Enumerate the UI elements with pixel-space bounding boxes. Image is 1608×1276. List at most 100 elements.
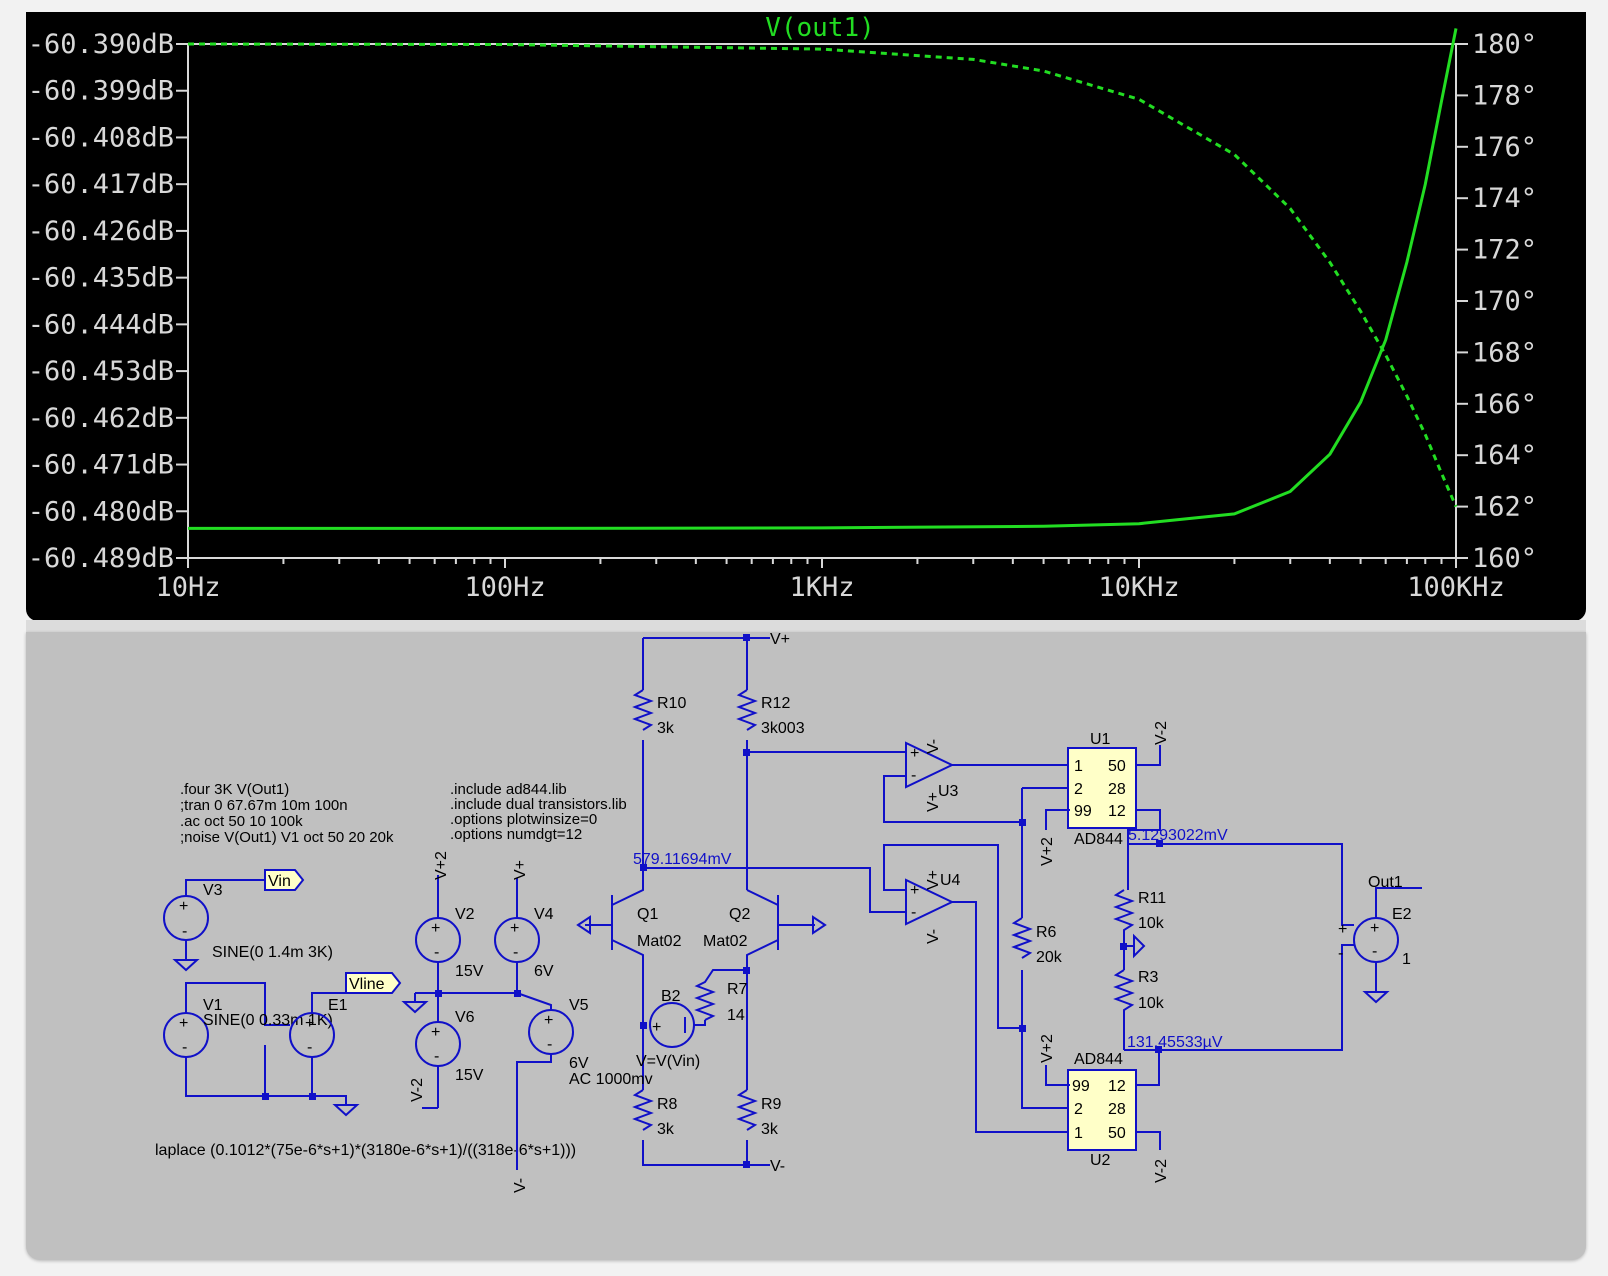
e1-label: E1 [328, 997, 348, 1014]
wire-b2-r7 [694, 1020, 706, 1026]
transistor-q2[interactable] [746, 889, 779, 1090]
resistor-r9[interactable] [736, 1089, 758, 1131]
opamp-u3[interactable] [905, 741, 955, 789]
v1-plus: + [179, 1015, 188, 1032]
wire-u3 [883, 764, 1070, 823]
u3-plus: + [910, 745, 919, 762]
probe-node3[interactable]: 131.45533µV [1127, 1034, 1223, 1051]
e1-plus: + [305, 1015, 314, 1032]
node-vminus [743, 1161, 750, 1168]
e1-minus: - [307, 1039, 312, 1056]
u2-label: U2 [1090, 1152, 1111, 1169]
node-r11-r3 [1120, 943, 1127, 950]
b2-label: B2 [661, 988, 681, 1005]
u1-vminus2: V-2 [1153, 721, 1170, 745]
e2-ctrl-plus: + [1338, 921, 1347, 938]
directive-include-transistors[interactable]: .include dual transistors.lib [450, 796, 627, 813]
left-tick-label: -60.435dB [28, 263, 174, 294]
v3-label: V3 [203, 882, 223, 899]
netlabel-vin[interactable] [264, 869, 305, 891]
e2-label: E2 [1392, 906, 1412, 923]
resistor-r11[interactable] [1113, 889, 1135, 970]
net-vplus2-v2: V+2 [433, 851, 450, 880]
directive-include-ad844[interactable]: .include ad844.lib [450, 781, 567, 798]
net-vplus-top: V+ [770, 632, 790, 648]
q2-label: Q2 [729, 906, 750, 923]
v1-minus: - [182, 1039, 187, 1056]
v5-minus: - [547, 1036, 552, 1053]
r3-label: R3 [1138, 969, 1159, 986]
b2-plus-sign: + [652, 1019, 661, 1036]
directive-numdgt[interactable]: .options numdgt=12 [450, 826, 582, 843]
right-axis-ticks: 180°178°176°174°172°170°168°166°164°162°… [1456, 29, 1537, 574]
r12-value: 3k003 [761, 720, 805, 737]
x-tick-label: 100KHz [1407, 572, 1505, 603]
resistor-r6[interactable] [1011, 917, 1033, 959]
ic-u1[interactable] [1067, 747, 1137, 829]
schematic-window[interactable]: .four 3K V(Out1) ;tran 0 67.67m 10m 100n… [26, 632, 1586, 1260]
u4-minus: - [911, 904, 916, 921]
left-tick-label: -60.399dB [28, 76, 174, 107]
left-tick-label: -60.417dB [28, 169, 174, 200]
v2-minus: - [434, 944, 439, 961]
resistor-r3[interactable] [1113, 969, 1135, 1050]
r10-value: 3k [657, 720, 675, 737]
r10-label: R10 [657, 695, 686, 712]
directive-four[interactable]: .four 3K V(Out1) [180, 781, 289, 798]
left-tick-label: -60.489dB [28, 543, 174, 574]
ic-u2[interactable] [1067, 1069, 1137, 1151]
source-v6[interactable] [415, 1021, 461, 1067]
laplace-expression[interactable]: laplace (0.1012*(75e-6*s+1)*(3180e-6*s+1… [155, 1142, 576, 1159]
right-tick-label: 166° [1472, 389, 1537, 420]
resistor-r7[interactable] [694, 969, 747, 1021]
directive-noise[interactable]: ;noise V(Out1) V1 oct 50 20 20k [180, 829, 394, 846]
left-axis-ticks: -60.390dB-60.399dB-60.408dB-60.417dB-60.… [28, 29, 188, 574]
netlabel-vline[interactable] [345, 972, 402, 994]
net-vminus-bottom: V- [770, 1158, 785, 1175]
left-tick-label: -60.390dB [28, 29, 174, 60]
net-out1[interactable]: Out1 [1368, 874, 1403, 891]
source-v2[interactable] [415, 917, 461, 963]
x-tick-label: 10KHz [1098, 572, 1179, 603]
waveform-plot-window[interactable]: V(out1) -60.390dB-60.399dB-60.408dB-60.4… [26, 12, 1586, 621]
node-e1-minus [309, 1093, 316, 1100]
u2-model: AD844 [1074, 1051, 1123, 1068]
u1-pin2: 2 [1074, 781, 1083, 798]
schematic-canvas[interactable]: .four 3K V(Out1) ;tran 0 67.67m 10m 100n… [26, 632, 1586, 1260]
r11-value: 10k [1138, 915, 1165, 932]
node-q2-collector [743, 749, 750, 756]
v1-label: V1 [203, 997, 223, 1014]
bode-plot[interactable]: V(out1) -60.390dB-60.399dB-60.408dB-60.4… [26, 12, 1586, 621]
u3-label: U3 [938, 783, 959, 800]
netlabel-vin-text: Vin [268, 873, 291, 890]
window-top-strip [0, 0, 1608, 12]
directive-plotwinsize[interactable]: .options plotwinsize=0 [450, 811, 597, 828]
ground-e1-icon [332, 1104, 360, 1117]
left-tick-label: -60.453dB [28, 356, 174, 387]
r7-value: 14 [727, 1007, 745, 1024]
r6-value: 20k [1036, 949, 1063, 966]
phase-trace [187, 42, 1458, 508]
resistor-r8[interactable] [632, 1089, 654, 1131]
left-tick-label: -60.480dB [28, 496, 174, 527]
probe-node2[interactable]: 5.1293022mV [1128, 827, 1228, 844]
node-q2-emitter [743, 967, 750, 974]
v2-label: V2 [455, 906, 475, 923]
probe-node1[interactable]: 579.11694mV [633, 851, 732, 868]
wire-gnd-mid [414, 992, 517, 1002]
node-b2 [640, 1022, 647, 1029]
transistor-q1[interactable] [611, 868, 644, 1090]
pane-separator[interactable] [26, 620, 1586, 634]
q2-model: Mat02 [703, 933, 748, 950]
directive-ac[interactable]: .ac oct 50 10 100k [180, 813, 303, 830]
q1-label: Q1 [637, 906, 658, 923]
directive-tran[interactable]: ;tran 0 67.67m 10m 100n [180, 797, 348, 814]
left-tick-label: -60.462dB [28, 403, 174, 434]
v4-plus: + [510, 920, 519, 937]
source-v4[interactable] [494, 917, 540, 963]
resistor-r10[interactable] [632, 689, 654, 731]
left-tick-label: -60.444dB [28, 309, 174, 340]
resistor-r12[interactable] [736, 689, 758, 731]
x-tick-label: 100Hz [464, 572, 545, 603]
opamp-u4[interactable] [905, 878, 955, 926]
